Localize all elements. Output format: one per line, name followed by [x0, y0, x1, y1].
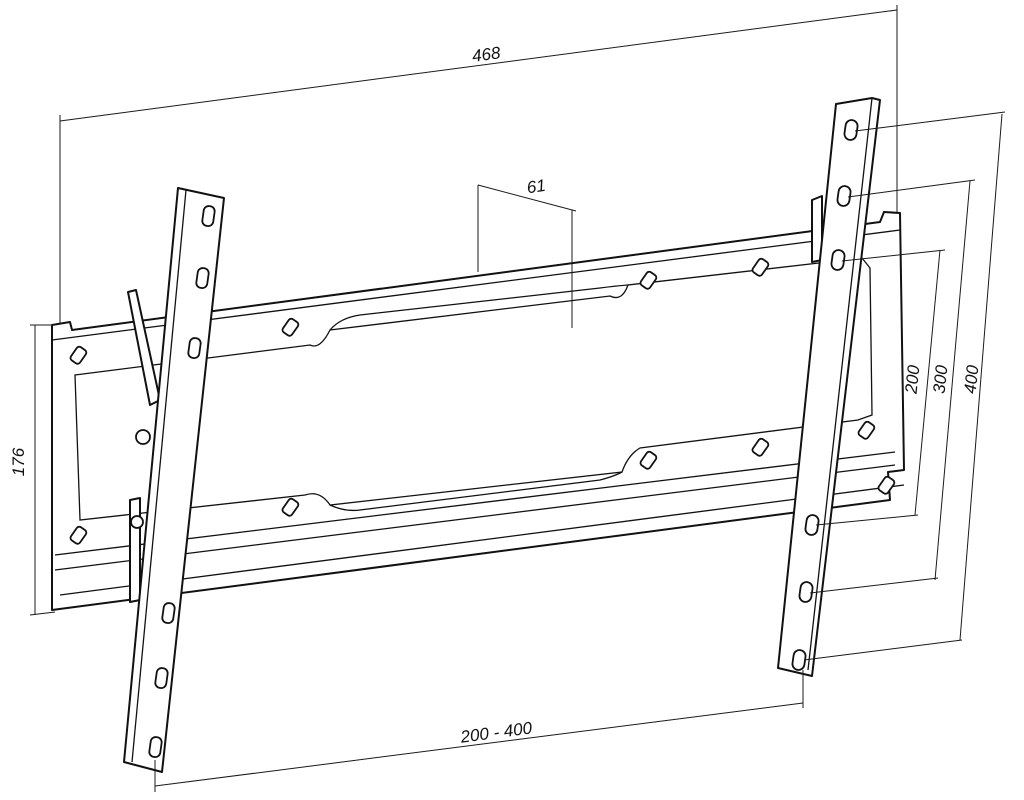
lock-screw-icon: [135, 429, 151, 445]
label-300: 300: [930, 364, 952, 395]
plate-slots: [69, 257, 896, 545]
dimension-vesa-vertical: 200 300 400: [803, 111, 1006, 661]
label-176: 176: [9, 447, 28, 476]
dimension-depth: 61: [477, 176, 577, 328]
label-61: 61: [526, 176, 547, 197]
label-200: 200: [901, 364, 923, 396]
dimension-overall-width: 468: [59, 5, 898, 330]
right-arm-slots: [791, 119, 859, 671]
label-468: 468: [471, 43, 502, 66]
dimension-plate-height: 176: [9, 324, 56, 616]
wall-plate: [51, 211, 905, 611]
left-tv-arm: [123, 187, 225, 773]
left-arm-slots: [148, 205, 216, 758]
label-400: 400: [961, 364, 983, 395]
right-tv-arm: [777, 97, 881, 677]
dimension-vesa-horizontal: 200 - 400: [154, 670, 804, 792]
